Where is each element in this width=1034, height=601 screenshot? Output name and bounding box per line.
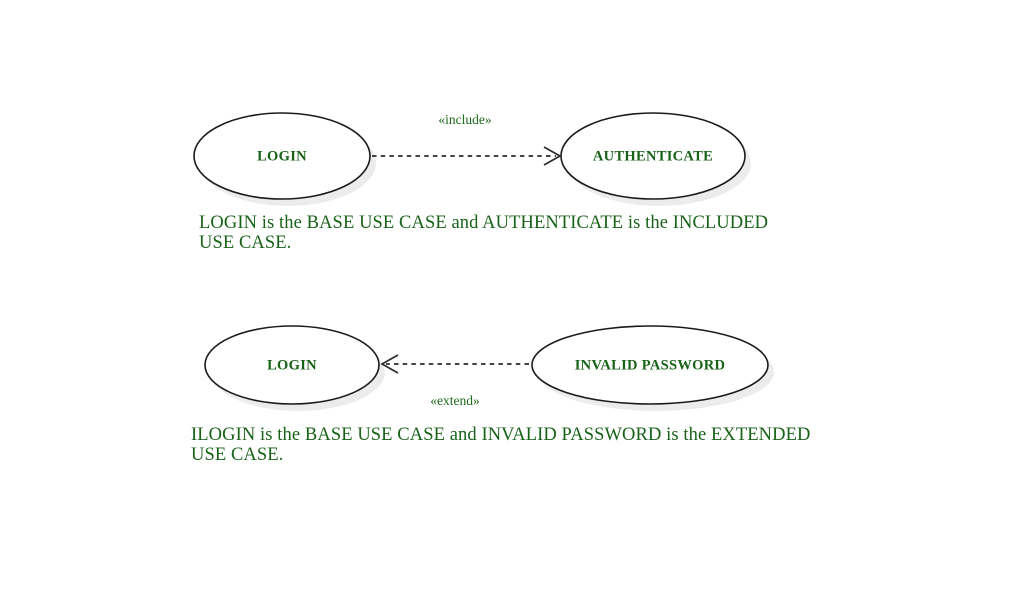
ellipse-outline (204, 325, 380, 405)
use-case-ellipse-login-1[interactable] (193, 112, 376, 206)
use-case-label-authenticate: AUTHENTICATE (592, 148, 714, 165)
caption-line-2: USE CASE. (191, 444, 284, 465)
use-case-ellipse-authenticate[interactable] (560, 112, 751, 206)
use-case-label-invalid-password: INVALID PASSWORD (574, 357, 726, 374)
include-arrowhead-icon (543, 146, 562, 166)
include-relationship-group (193, 112, 751, 206)
caption-line-1: ILOGIN is the BASE USE CASE and INVALID … (191, 425, 811, 445)
caption-include-relationship: LOGIN is the BASE USE CASE and AUTHENTIC… (199, 213, 769, 253)
caption-line-2: USE CASE. (199, 232, 292, 253)
caption-line-1: LOGIN is the BASE USE CASE and AUTHENTIC… (199, 213, 769, 233)
use-case-ellipse-login-2[interactable] (204, 325, 385, 411)
ellipse-outline (193, 112, 371, 200)
caption-extend-relationship: ILOGIN is the BASE USE CASE and INVALID … (191, 425, 811, 465)
stereotype-label-include: «include» (438, 112, 492, 127)
ellipse-outline (531, 325, 769, 405)
use-case-label-login-2: LOGIN (267, 357, 317, 374)
stereotype-label-extend: «extend» (430, 393, 480, 408)
extend-arrowhead-icon (380, 354, 399, 374)
extend-relationship-group (204, 325, 774, 411)
use-case-ellipse-invalid-password[interactable] (531, 325, 774, 411)
use-case-label-login-1: LOGIN (257, 148, 307, 165)
